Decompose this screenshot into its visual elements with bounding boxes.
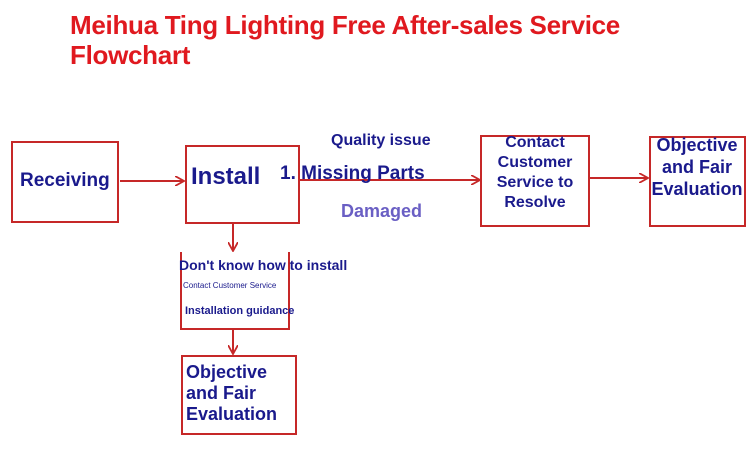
eval-right-line-1: Objective xyxy=(656,135,738,155)
contact-cs-label: Contact Customer Service xyxy=(183,281,277,290)
evaluation-right-label: Objective and Fair Evaluation xyxy=(645,134,749,200)
evaluation-bottom-box xyxy=(181,355,297,435)
dont-know-label: Don't know how to install xyxy=(179,257,348,273)
eval-right-line-2: and Fair xyxy=(661,157,732,177)
contact-service-box xyxy=(480,135,590,227)
quality-issue-label: Quality issue xyxy=(331,132,431,149)
contact-line-3: Service to xyxy=(496,174,574,191)
eval-bottom-line-2: and Fair xyxy=(186,383,257,403)
contact-line-2: Customer xyxy=(497,154,573,171)
evaluation-right-box xyxy=(649,136,746,227)
receiving-label: Receiving xyxy=(20,170,110,191)
contact-line-1: Contact xyxy=(505,134,565,151)
eval-bottom-line-3: Evaluation xyxy=(186,404,278,424)
page-title: Meihua Ting Lighting Free After-sales Se… xyxy=(70,10,620,70)
missing-parts-label: 1. Missing Parts xyxy=(280,163,425,184)
install-box xyxy=(185,145,300,224)
evaluation-bottom-label: Objective and Fair Evaluation xyxy=(186,362,277,425)
eval-bottom-line-1: Objective xyxy=(186,362,268,382)
damaged-label: Damaged xyxy=(341,201,423,221)
contact-service-label: Contact Customer Service to Resolve xyxy=(480,133,590,213)
installation-guidance-label: Installation guidance xyxy=(185,305,295,317)
contact-line-4: Resolve xyxy=(504,194,566,211)
eval-right-line-3: Evaluation xyxy=(651,179,743,199)
install-label: Install xyxy=(191,163,261,190)
receiving-box xyxy=(11,141,119,223)
installation-guidance-box xyxy=(180,252,290,330)
